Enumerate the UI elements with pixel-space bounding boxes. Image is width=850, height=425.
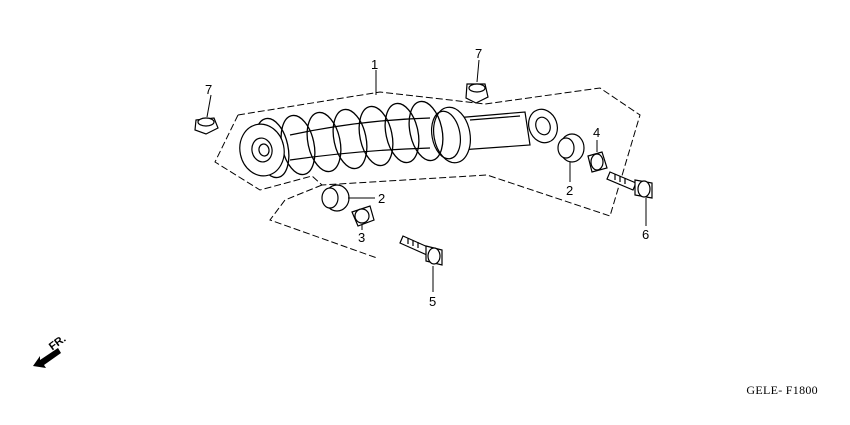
callout-7-right: 7 — [475, 46, 483, 61]
callout-6: 6 — [642, 227, 650, 242]
callout-4: 4 — [593, 125, 601, 140]
front-direction-arrow-icon — [33, 348, 61, 368]
leader-lines — [206, 59, 647, 292]
bushing-left — [321, 184, 350, 212]
diagram-code: GELE- F1800 — [746, 383, 818, 397]
collar-left — [351, 205, 375, 227]
callout-5: 5 — [429, 294, 437, 309]
shock-absorber — [239, 100, 558, 179]
callout-3: 3 — [358, 230, 366, 245]
cap-left — [194, 117, 219, 135]
callout-1: 1 — [371, 57, 379, 72]
callout-7-left: 7 — [205, 82, 213, 97]
assembly-outline — [214, 87, 641, 259]
callout-2-left: 2 — [378, 191, 386, 206]
collar-right — [587, 151, 608, 173]
callout-2-right: 2 — [566, 183, 574, 198]
bolt-lower — [399, 235, 443, 266]
bolt-right — [606, 171, 653, 199]
cap-right — [465, 83, 489, 104]
bushing-right — [557, 133, 585, 163]
